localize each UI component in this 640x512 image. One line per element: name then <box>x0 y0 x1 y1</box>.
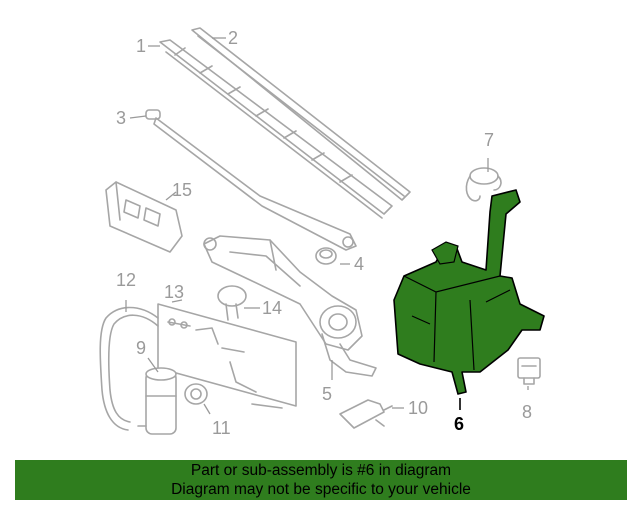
part-1-wiper-blade-assembly <box>159 39 393 219</box>
part-12-hose <box>99 306 159 431</box>
callout-5: 5 <box>322 384 332 404</box>
callout-3: 3 <box>116 108 126 128</box>
callout-7: 7 <box>484 130 494 150</box>
part-5-wiper-motor-linkage <box>203 235 377 377</box>
part-15-control-module <box>105 181 183 253</box>
parts-diagram: 1 2 3 4 5 6 7 8 9 10 11 12 13 14 15 <box>99 27 545 438</box>
callout-12: 12 <box>116 270 136 290</box>
callout-15: 15 <box>172 180 192 200</box>
part-6-washer-reservoir <box>393 189 545 395</box>
part-4-grommet <box>315 247 337 265</box>
callout-11: 11 <box>212 418 231 438</box>
part-3-wiper-arm <box>145 109 357 251</box>
part-9-pump <box>137 367 177 435</box>
notice-line-1: Part or sub-assembly is #6 in diagram <box>190 462 452 479</box>
callout-10: 10 <box>408 398 428 418</box>
part-8-level-sensor <box>517 357 541 385</box>
part-11-grommet <box>184 383 208 405</box>
callout-9: 9 <box>136 338 146 358</box>
notice-line-2: Diagram may not be specific to your vehi… <box>171 481 471 498</box>
callout-2: 2 <box>228 28 238 48</box>
callout-13: 13 <box>164 282 184 302</box>
notice-banner: Part or sub-assembly is #6 in diagram Di… <box>15 460 627 500</box>
part-13-hose-kit <box>157 303 297 409</box>
callout-4: 4 <box>354 254 364 274</box>
leader-lines <box>125 37 529 415</box>
part-14-nozzle <box>217 285 247 321</box>
callout-1: 1 <box>136 36 146 56</box>
part-10-nozzle <box>339 399 393 429</box>
callout-6-highlighted: 6 <box>454 414 464 434</box>
callout-8: 8 <box>522 402 532 422</box>
part-2-wiper-blade <box>191 27 411 201</box>
callout-14: 14 <box>262 298 282 318</box>
part-7-reservoir-cap <box>465 167 502 202</box>
